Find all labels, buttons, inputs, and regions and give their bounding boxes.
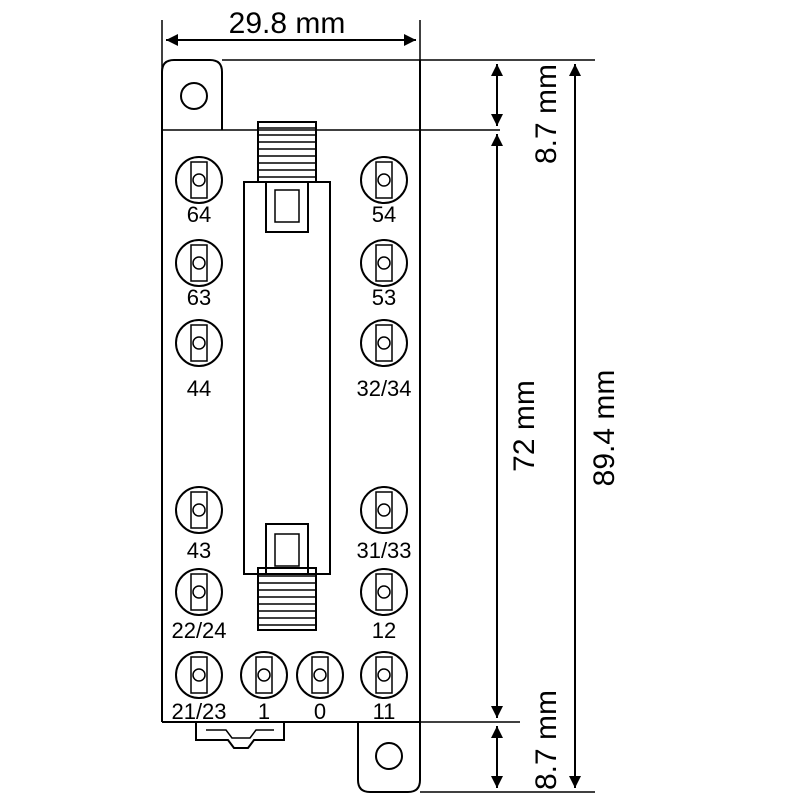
top-mounting-hole: [180, 82, 208, 110]
overall-label: 89.4 mm: [588, 370, 621, 487]
top-tab-dimension: 8.7 mm: [491, 64, 563, 164]
bottom-tab-label: 8.7 mm: [530, 690, 563, 790]
terminal-label: 0: [314, 699, 326, 724]
terminal-screws: [175, 156, 408, 699]
terminal-screw: [175, 568, 223, 616]
terminal-label: 43: [187, 538, 211, 563]
terminal-screw: [360, 156, 408, 204]
terminal-label: 22/24: [171, 618, 226, 643]
terminal-screw: [240, 651, 288, 699]
terminal-label: 54: [372, 202, 396, 227]
bottom-retaining-clip: [257, 523, 317, 631]
terminal-screw: [175, 651, 223, 699]
width-dimension: 29.8 mm: [161, 7, 421, 130]
terminal-label: 53: [372, 285, 396, 310]
top-tab-label: 8.7 mm: [530, 64, 563, 164]
terminal-screw: [175, 156, 223, 204]
overall-dimension: 89.4 mm: [569, 64, 621, 788]
body-dimension: 72 mm: [491, 134, 541, 718]
terminal-screw: [360, 319, 408, 367]
terminal-label: 31/33: [356, 538, 411, 563]
terminal-label: 1: [258, 699, 270, 724]
top-retaining-clip: [257, 121, 317, 233]
terminal-label: 11: [373, 699, 396, 724]
terminal-screw: [175, 319, 223, 367]
terminal-screw: [175, 486, 223, 534]
bottom-mounting-hole: [375, 742, 403, 770]
bottom-tab-dimension: 8.7 mm: [491, 690, 563, 790]
terminal-label: 63: [187, 285, 211, 310]
din-rail-latch: [195, 722, 285, 749]
terminal-screw: [360, 651, 408, 699]
terminal-label: 44: [187, 376, 211, 401]
width-label: 29.8 mm: [229, 7, 346, 40]
terminal-screw: [360, 486, 408, 534]
top-mounting-tab: [161, 59, 223, 130]
socket-body: [161, 59, 595, 793]
terminal-label: 12: [372, 618, 396, 643]
terminal-screw: [360, 568, 408, 616]
terminal-screw: [360, 239, 408, 287]
terminal-label: 21/23: [171, 699, 226, 724]
terminal-label: 32/34: [356, 376, 411, 401]
terminal-screw: [296, 651, 344, 699]
relay-slot: [243, 121, 331, 631]
terminal-labels: 64 63 44 43 22/24 21/23 54 53 32/34 31/3…: [171, 202, 411, 724]
terminal-screw: [175, 239, 223, 287]
terminal-label: 64: [187, 202, 211, 227]
body-label: 72 mm: [508, 380, 541, 472]
bottom-mounting-tab: [357, 722, 421, 793]
